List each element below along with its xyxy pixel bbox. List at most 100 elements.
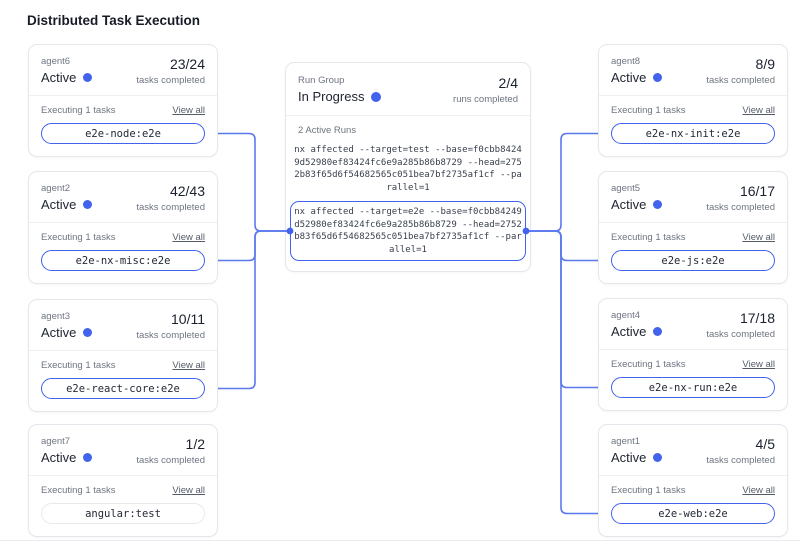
executing-tasks-label: Executing 1 tasks (41, 485, 116, 496)
agent-name: agent6 (41, 56, 71, 67)
agent-card-header: agent4 Active 17/18 tasks completed (599, 299, 787, 349)
run-group-status: In Progress (298, 89, 365, 104)
divider (599, 475, 787, 476)
task-pill[interactable]: e2e-react-core:e2e (41, 378, 205, 399)
status-dot (653, 73, 663, 82)
task-pill: angular:test (41, 503, 205, 524)
divider (286, 115, 530, 116)
agent-card-body: Executing 1 tasks View all angular:test (29, 476, 217, 536)
tasks-progress-caption: tasks completed (136, 202, 205, 213)
view-all-link[interactable]: View all (742, 105, 775, 116)
tasks-progress: 16/17 (739, 183, 775, 199)
tasks-progress: 10/11 (171, 311, 205, 327)
view-all-link[interactable]: View all (172, 232, 205, 243)
agent-card: agent8 Active 8/9 tasks completed Execut… (598, 44, 788, 157)
executing-tasks-label: Executing 1 tasks (41, 360, 116, 371)
executing-tasks-label: Executing 1 tasks (41, 105, 116, 116)
agent-card-header: agent7 Active 1/2 tasks completed (29, 425, 217, 475)
agent-name: agent4 (611, 310, 641, 321)
tasks-progress-caption: tasks completed (136, 330, 205, 341)
agent-name: agent7 (41, 436, 71, 447)
runs-progress-caption: runs completed (453, 94, 518, 105)
agent-status: Active (611, 450, 647, 465)
tasks-progress-caption: tasks completed (706, 202, 775, 213)
run-group-panel: Run Group In Progress 2/4 runs completed… (285, 62, 531, 272)
agent-card-header: agent8 Active 8/9 tasks completed (599, 45, 787, 95)
tasks-progress-caption: tasks completed (706, 329, 775, 340)
divider (29, 95, 217, 96)
agent-card: agent3 Active 10/11 tasks completed Exec… (28, 299, 218, 412)
divider (29, 222, 217, 223)
view-all-link[interactable]: View all (172, 360, 205, 371)
agent-name: agent8 (611, 56, 641, 67)
view-all-link[interactable]: View all (742, 232, 775, 243)
agent-card: agent7 Active 1/2 tasks completed Execut… (28, 424, 218, 537)
tasks-progress: 23/24 (169, 56, 205, 72)
task-pill[interactable]: e2e-nx-misc:e2e (41, 250, 205, 271)
agent-card-body: Executing 1 tasks View all e2e-nx-misc:e… (29, 223, 217, 283)
agent-name: agent2 (41, 183, 71, 194)
tasks-progress-caption: tasks completed (706, 75, 775, 86)
tasks-progress-caption: tasks completed (136, 75, 205, 86)
tasks-progress: 4/5 (755, 436, 775, 452)
run-group-header: Run Group In Progress 2/4 runs completed (286, 63, 530, 115)
tasks-progress: 8/9 (755, 56, 775, 72)
divider (29, 350, 217, 351)
agent-status: Active (611, 324, 647, 339)
agent-card-header: agent6 Active 23/24 tasks completed (29, 45, 217, 95)
agent-card: agent1 Active 4/5 tasks completed Execut… (598, 424, 788, 537)
active-runs-list: nx affected --target=test --base=f0cbb84… (290, 144, 526, 261)
tasks-progress-caption: tasks completed (706, 455, 775, 466)
agent-card: agent6 Active 23/24 tasks completed Exec… (28, 44, 218, 157)
status-dot (83, 73, 93, 82)
agent-card-body: Executing 1 tasks View all e2e-nx-init:e… (599, 96, 787, 156)
agent-card: agent5 Active 16/17 tasks completed Exec… (598, 171, 788, 284)
page-title: Distributed Task Execution (27, 13, 201, 28)
agent-card-header: agent2 Active 42/43 tasks completed (29, 172, 217, 222)
agent-card-header: agent5 Active 16/17 tasks completed (599, 172, 787, 222)
status-dot (83, 328, 93, 337)
task-pill[interactable]: e2e-nx-init:e2e (611, 123, 775, 144)
divider (599, 349, 787, 350)
divider (29, 475, 217, 476)
task-pill[interactable]: e2e-node:e2e (41, 123, 205, 144)
executing-tasks-label: Executing 1 tasks (611, 105, 686, 116)
agent-status: Active (41, 450, 77, 465)
view-all-link[interactable]: View all (742, 485, 775, 496)
agent-name: agent5 (611, 183, 641, 194)
agent-card-header: agent3 Active 10/11 tasks completed (29, 300, 217, 350)
task-pill[interactable]: e2e-nx-run:e2e (611, 377, 775, 398)
divider (599, 222, 787, 223)
agent-card-body: Executing 1 tasks View all e2e-react-cor… (29, 351, 217, 411)
view-all-link[interactable]: View all (172, 105, 205, 116)
agent-status: Active (41, 197, 77, 212)
agent-card: agent4 Active 17/18 tasks completed Exec… (598, 298, 788, 411)
bottom-divider (0, 540, 800, 541)
view-all-link[interactable]: View all (742, 359, 775, 370)
agent-status: Active (611, 70, 647, 85)
view-all-link[interactable]: View all (172, 485, 205, 496)
run-command: nx affected --target=test --base=f0cbb84… (294, 145, 522, 193)
status-dot (653, 200, 663, 209)
active-runs-label: 2 Active Runs (298, 125, 357, 136)
status-dot (83, 200, 93, 209)
agent-card: agent2 Active 42/43 tasks completed Exec… (28, 171, 218, 284)
run-command-box: nx affected --target=e2e --base=f0cbb842… (290, 201, 526, 261)
agent-name: agent3 (41, 311, 71, 322)
tasks-progress-caption: tasks completed (136, 455, 205, 466)
executing-tasks-label: Executing 1 tasks (611, 359, 686, 370)
agent-status: Active (611, 197, 647, 212)
tasks-progress: 1/2 (185, 436, 205, 452)
tasks-progress: 42/43 (169, 183, 205, 199)
task-pill[interactable]: e2e-js:e2e (611, 250, 775, 271)
status-dot (653, 453, 663, 462)
agent-card-body: Executing 1 tasks View all e2e-node:e2e (29, 96, 217, 156)
divider (599, 95, 787, 96)
agent-card-body: Executing 1 tasks View all e2e-nx-run:e2… (599, 350, 787, 410)
agent-card-body: Executing 1 tasks View all e2e-js:e2e (599, 223, 787, 283)
executing-tasks-label: Executing 1 tasks (611, 232, 686, 243)
run-group-label: Run Group (298, 75, 345, 86)
task-pill[interactable]: e2e-web:e2e (611, 503, 775, 524)
agent-name: agent1 (611, 436, 641, 447)
